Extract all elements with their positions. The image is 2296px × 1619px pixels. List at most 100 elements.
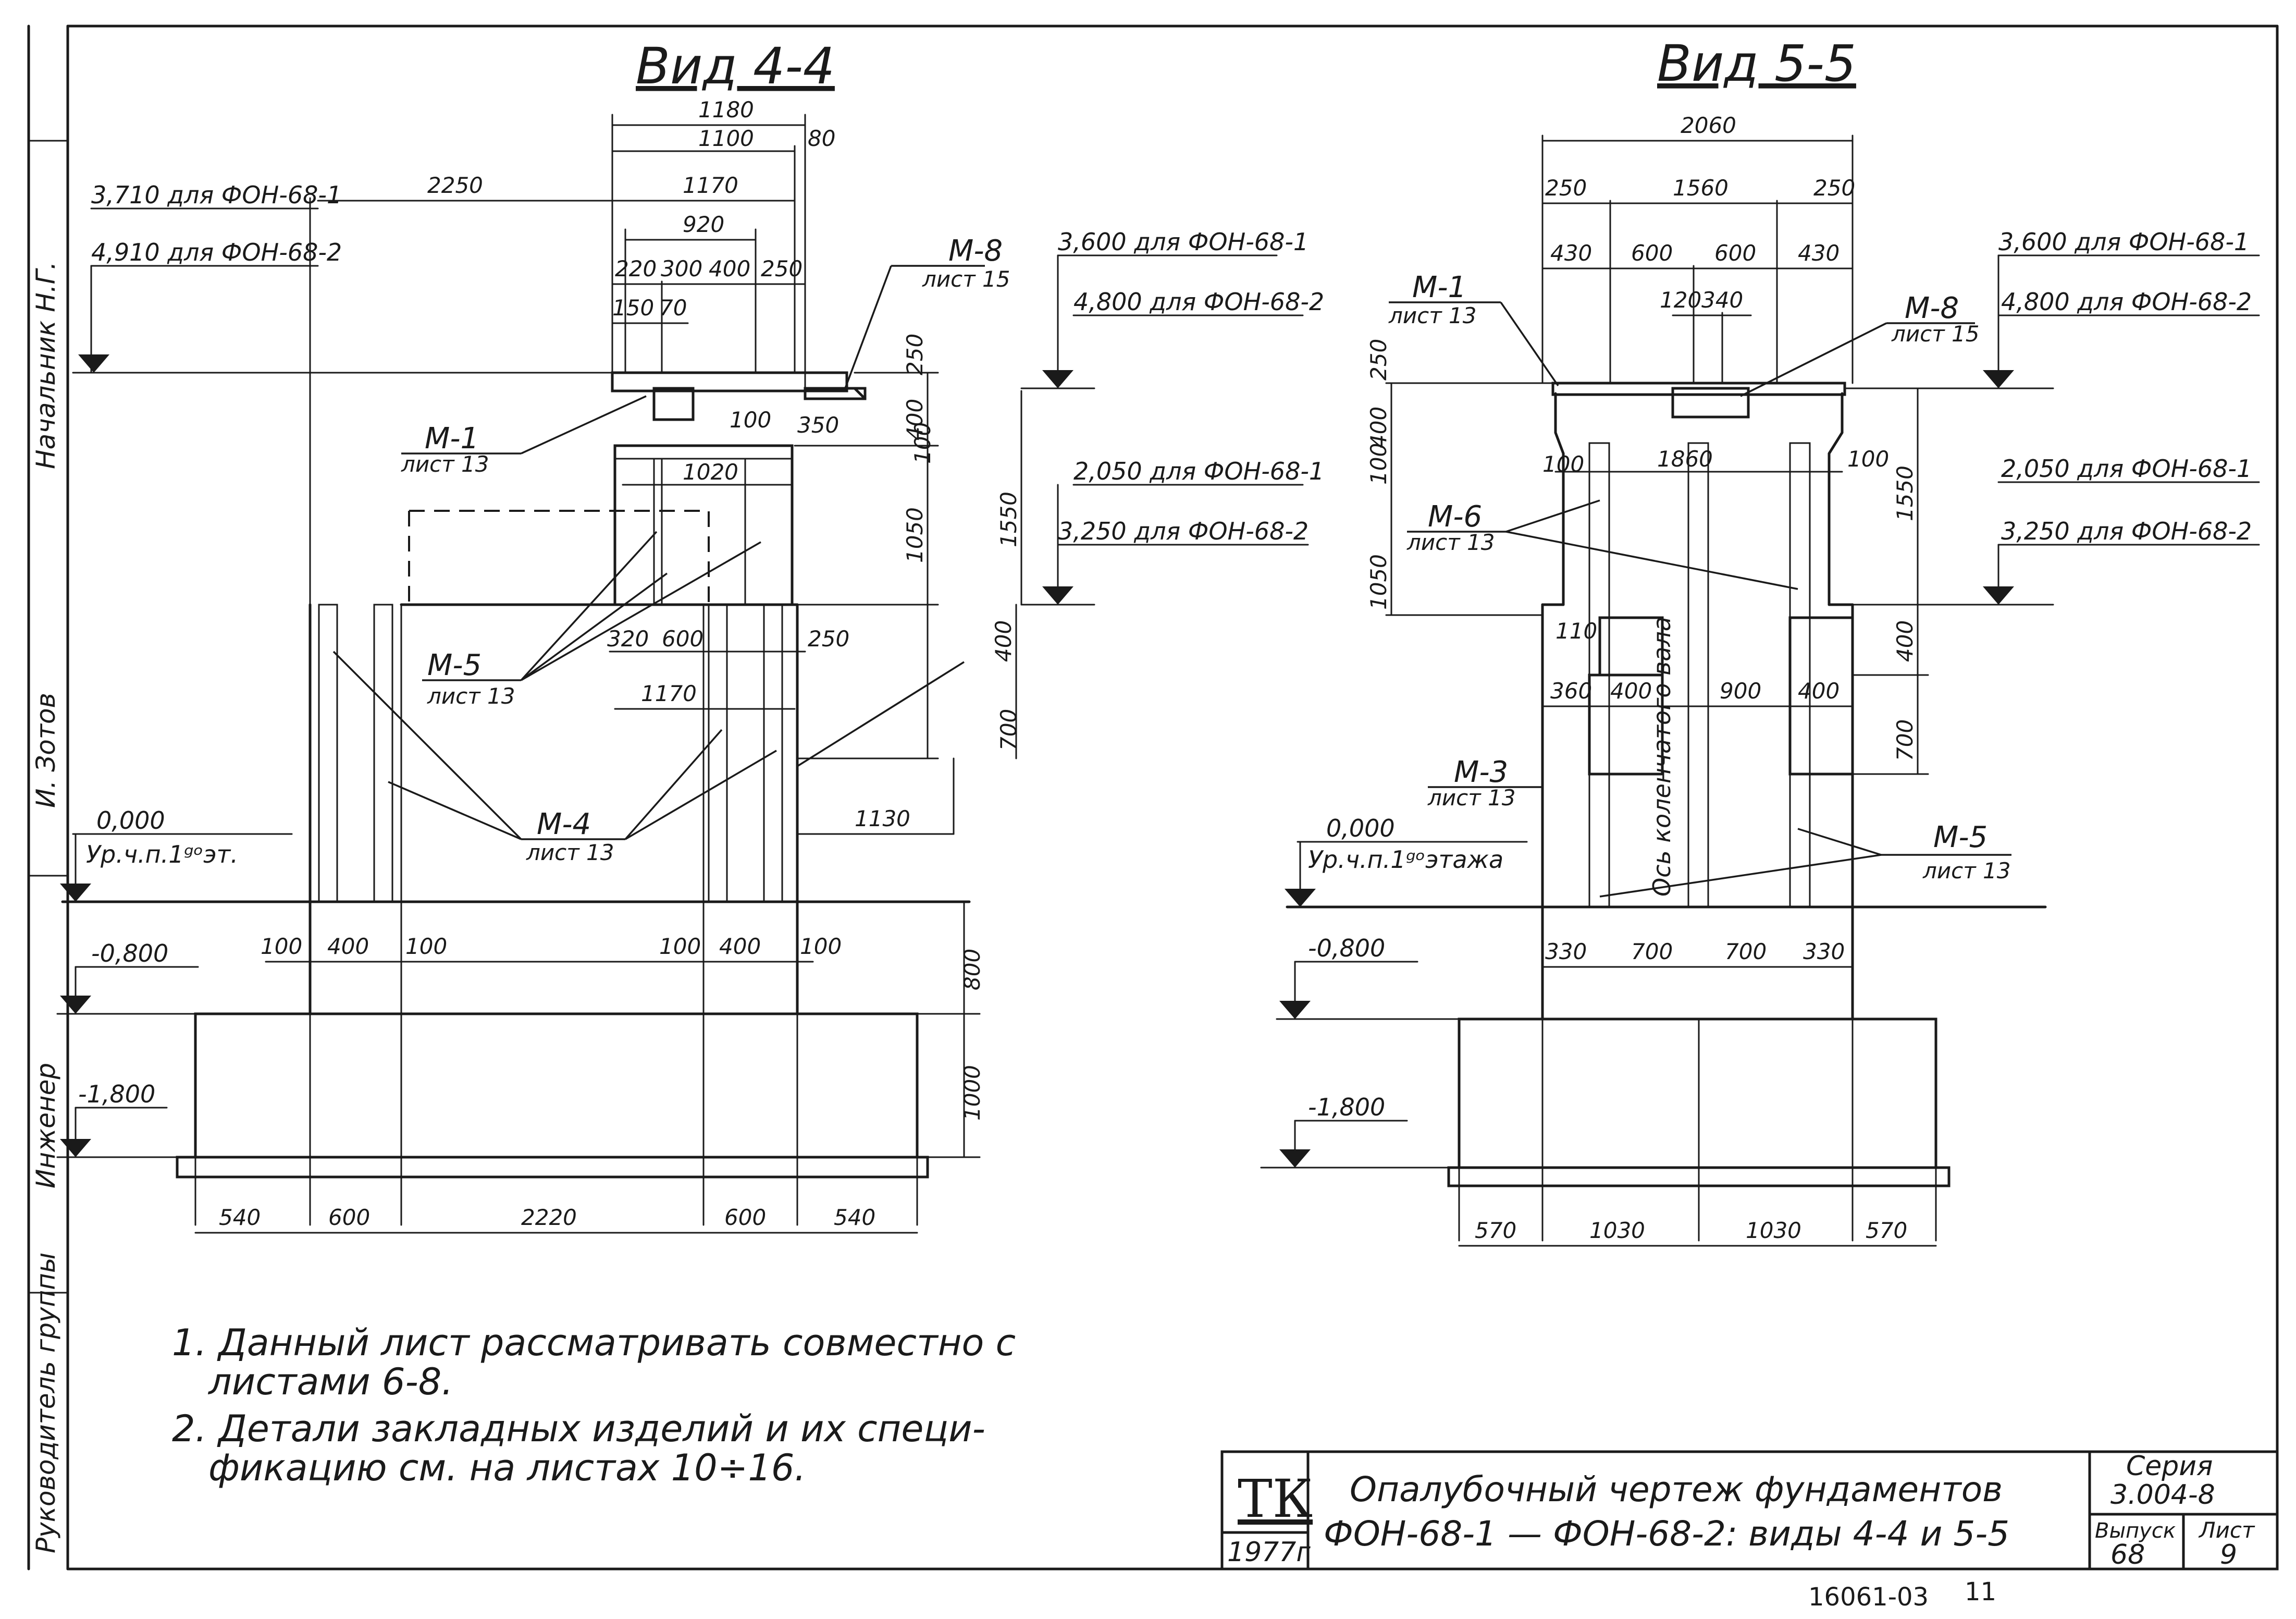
level-label: 0,000 [96, 806, 165, 835]
dim-text: 2250 [427, 173, 483, 198]
dim-text: 100 [1542, 451, 1584, 477]
dim-text: 1550 [1892, 465, 1918, 521]
dim-text: 2060 [1681, 113, 1736, 138]
dim-text: 1020 [683, 459, 738, 485]
dim-text: 430 [1798, 240, 1840, 266]
side-labels: Начальник Н.Г. И. Зотов Инженер Руководи… [31, 262, 61, 1553]
archive-stamp-page: 11 [1965, 1577, 1996, 1606]
dim-text: 1050 [902, 507, 928, 563]
footing-slab [1458, 1017, 1937, 1169]
side-label-signature: И. Зотов [31, 693, 61, 808]
level-label: -0,800 [91, 939, 168, 967]
note-line: фикацию см. на листах 10÷16. [208, 1446, 806, 1489]
dim-text: 1030 [1746, 1218, 1801, 1243]
side-label-head: Начальник Н.Г. [31, 262, 61, 469]
view-5-5-title: Вид 5-5 [1657, 34, 1856, 93]
mark-label: М-5 [1933, 820, 1988, 854]
tk-logo: ТК [1238, 1468, 1313, 1529]
mark-sheet: лист 13 [427, 683, 515, 709]
series-value: 3.004-8 [2110, 1479, 2215, 1511]
mark-label: М-1 [425, 422, 479, 456]
dim-text: 1560 [1673, 175, 1729, 201]
dim-text: 250 [808, 626, 849, 652]
dim-text: 100 [1847, 446, 1889, 472]
title-line-1: Опалубочный чертеж фундаментов [1350, 1469, 2003, 1510]
level-label: 4,910 для ФОН-68-2 [91, 238, 342, 266]
dim-text: 100 [659, 934, 701, 959]
level-label: Ур.ч.п.1ᵍᵒэт. [86, 840, 238, 868]
level-label: 0,000 [1326, 814, 1395, 842]
mark-label: М-3 [1454, 755, 1508, 789]
notes: 1. Данный лист рассматривать совместно с… [172, 1321, 1016, 1489]
dim-text: 400 [327, 934, 369, 959]
dim-text: 600 [1631, 240, 1673, 266]
sheet-value: 9 [2220, 1539, 2237, 1571]
dim-text: 330 [1803, 939, 1845, 964]
dim-text: 600 [328, 1205, 370, 1230]
dim-text: 250 [1545, 175, 1587, 201]
mark-sheet: лист 13 [401, 451, 489, 477]
dim-text: 1130 [855, 806, 910, 831]
level-label: 4,800 для ФОН-68-2 [2001, 288, 2252, 316]
side-label-engineer: Инженер [31, 1063, 61, 1188]
dim-text: 250 [1813, 175, 1855, 201]
mark-label: М-4 [537, 807, 591, 841]
mark-label: М-8 [1905, 291, 1959, 325]
dim-text: 540 [219, 1205, 261, 1230]
mark-sheet: лист 13 [1922, 858, 2011, 884]
level-label: -0,800 [1308, 934, 1385, 962]
dim-text: 600 [1714, 240, 1756, 266]
mark-label: М-1 [1412, 271, 1466, 304]
note-line: 2. Детали закладных изделий и их специ- [172, 1407, 985, 1450]
dim-text: 100 [261, 934, 302, 959]
dim-text: 400 [1610, 678, 1652, 704]
note-line: 1. Данный лист рассматривать совместно с [172, 1321, 1016, 1364]
dim-text: 1170 [683, 173, 738, 198]
mark-label: М-6 [1428, 500, 1482, 534]
level-label: -1,800 [1308, 1093, 1385, 1121]
mark-sheet: лист 15 [1891, 321, 1980, 347]
dim-text: 800 [959, 949, 985, 990]
mark-sheet: лист 13 [1406, 530, 1495, 555]
dim-text: 700 [1892, 719, 1918, 761]
sheet-label: Лист [2198, 1517, 2255, 1543]
dim-text: 700 [1631, 939, 1673, 964]
mark-sheet: лист 13 [1388, 303, 1477, 328]
mark-label: М-5 [427, 648, 482, 682]
dim-text: 100 [1366, 443, 1391, 485]
crankshaft-axis-label: Ось коленчатого вала [1648, 617, 1676, 897]
dim-text: 250 [1366, 339, 1391, 381]
level-label: 2,050 для ФОН-68-1 [2001, 455, 2252, 483]
dim-text: 110 [1556, 618, 1597, 644]
dim-text: 220 [615, 256, 657, 281]
dim-text: 300 [661, 256, 702, 281]
dim-text: 1180 [698, 97, 754, 122]
dim-text: 150 [612, 295, 654, 321]
dim-text: 1030 [1589, 1218, 1645, 1243]
dim-text: 1550 [996, 492, 1021, 547]
issue-label: Выпуск [2095, 1519, 2176, 1543]
dim-text: 570 [1866, 1218, 1907, 1243]
mark-sheet: лист 13 [1427, 785, 1516, 811]
dim-text: 70 [659, 295, 687, 321]
mark-label: М-8 [948, 234, 1003, 268]
dim-text: 100 [405, 934, 447, 959]
dim-text: 400 [1798, 678, 1840, 704]
dim-text: 250 [902, 334, 928, 375]
dim-text: 360 [1550, 678, 1592, 704]
dim-text: 400 [1892, 620, 1918, 662]
series-label: Серия [2126, 1451, 2213, 1482]
sheet-frame [27, 24, 2279, 1571]
dim-text: 540 [834, 1205, 875, 1230]
dim-text: 330 [1545, 939, 1587, 964]
dim-text: 1100 [698, 126, 754, 151]
dim-text: 100 [910, 422, 935, 464]
dim-text: 430 [1550, 240, 1592, 266]
level-label: 3,600 для ФОН-68-1 [1998, 228, 2249, 256]
dim-text: 250 [761, 256, 803, 281]
archive-stamp: 16061-03 [1808, 1583, 1929, 1612]
level-label: 2,050 для ФОН-68-1 [1073, 457, 1324, 485]
footing-base-plate [176, 1156, 929, 1179]
dim-text: 920 [683, 212, 724, 237]
dim-text: 100 [730, 407, 771, 433]
